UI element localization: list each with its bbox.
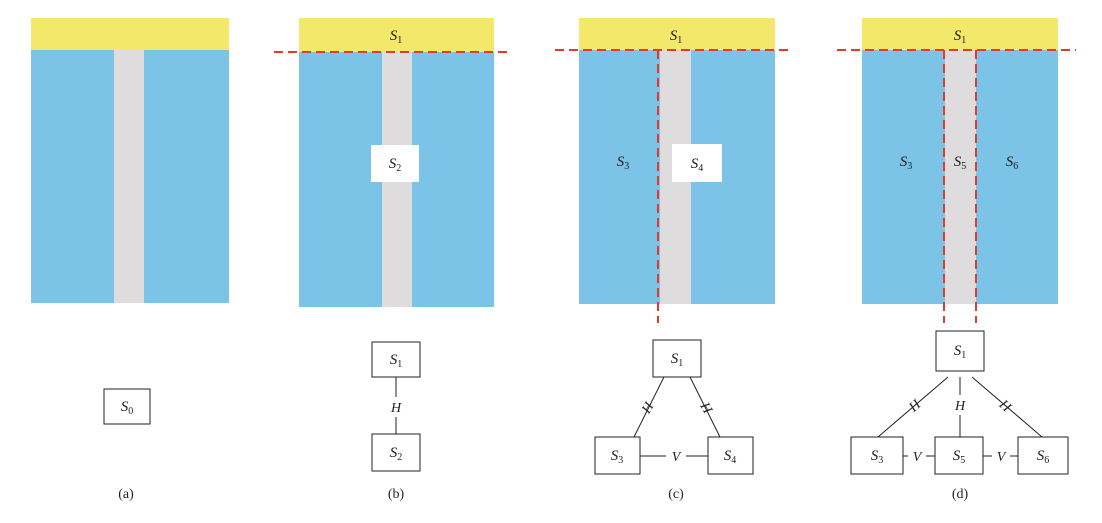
tree-node: S6 <box>1017 436 1069 475</box>
region-label-sub: 6 <box>1013 161 1018 172</box>
node-sub: 1 <box>961 350 966 361</box>
edge-label: H <box>696 399 715 417</box>
edge-label: H <box>390 401 402 416</box>
node-base: S <box>871 448 879 464</box>
region-label-base: S <box>1006 154 1014 170</box>
svg-text:S3: S3 <box>871 448 884 466</box>
svg-text:S2: S2 <box>390 445 403 463</box>
node-base: S <box>724 448 732 464</box>
center-stripe <box>945 50 976 304</box>
svg-text:S3: S3 <box>611 448 624 466</box>
node-sub: 3 <box>618 455 623 466</box>
svg-text:S1: S1 <box>670 28 683 46</box>
node-sub: 1 <box>397 359 402 370</box>
tree-edge <box>633 376 665 438</box>
tree-edge <box>971 376 1043 438</box>
svg-text:S1: S1 <box>671 351 684 369</box>
svg-text:S4: S4 <box>691 156 704 174</box>
node-base: S <box>1037 448 1045 464</box>
region-label-base: S <box>389 156 397 172</box>
region-label-base: S <box>691 156 699 172</box>
region-label-base: S <box>954 154 962 170</box>
edge-label: V <box>672 450 682 465</box>
panel-caption: (c) <box>668 487 684 502</box>
region-label-sub: 5 <box>961 161 966 172</box>
tree-node: S1 <box>371 341 421 378</box>
svg-text:S3: S3 <box>617 154 630 172</box>
region-label-sub: 2 <box>396 163 401 174</box>
svg-text:S6: S6 <box>1037 448 1050 466</box>
region-label-base: S <box>617 154 625 170</box>
region-label-sub: 1 <box>961 35 966 46</box>
node-sub: 1 <box>678 358 683 369</box>
tree-node: S3 <box>594 436 641 475</box>
svg-text:S1: S1 <box>390 352 403 370</box>
node-sub: 2 <box>397 452 402 463</box>
svg-text:S0: S0 <box>121 399 134 417</box>
tree-edge <box>877 376 949 438</box>
region-label-sub: 3 <box>907 161 912 172</box>
svg-text:S4: S4 <box>724 448 737 466</box>
tree-node: S2 <box>371 433 421 472</box>
region-label-box <box>371 145 419 182</box>
tree-node: S1 <box>652 339 702 378</box>
edge-label: V <box>997 450 1007 465</box>
node-base: S <box>390 352 398 368</box>
top-band <box>299 18 494 52</box>
svg-text:S5: S5 <box>953 448 966 466</box>
node-sub: 0 <box>128 406 133 417</box>
node-sub: 5 <box>960 455 965 466</box>
edge-label: V <box>913 450 923 465</box>
svg-text:S1: S1 <box>954 28 967 46</box>
edge-label: H <box>954 399 966 414</box>
top-band <box>862 18 1058 50</box>
tree-node: S3 <box>850 436 904 475</box>
panel-caption: (b) <box>388 487 405 502</box>
region-label-base: S <box>900 154 908 170</box>
svg-text:S2: S2 <box>389 156 402 174</box>
region-label-sub: 3 <box>624 161 629 172</box>
center-stripe <box>114 50 144 303</box>
svg-text:S1: S1 <box>954 343 967 361</box>
tree-node: S0 <box>103 388 151 425</box>
node-base: S <box>611 448 619 464</box>
region-label-base: S <box>390 28 398 44</box>
panel-a: S0 (a) <box>31 18 229 502</box>
region-label-sub: 1 <box>677 35 682 46</box>
tree-node: S1 <box>935 330 985 372</box>
svg-text:S3: S3 <box>900 154 913 172</box>
node-sub: 6 <box>1044 455 1049 466</box>
node-base: S <box>671 351 679 367</box>
node-sub: 4 <box>731 455 736 466</box>
top-band <box>31 18 229 50</box>
panel-b: S1 S2 H S1 S2 (b) <box>274 18 512 502</box>
panel-caption: (d) <box>952 487 969 502</box>
panel-d: S1 S3 S5 S6 H H H V V S1 S3 S5 S6 <box>837 18 1076 502</box>
region-label-sub: 4 <box>698 163 703 174</box>
panel-caption: (a) <box>118 487 134 502</box>
region-label-sub: 1 <box>397 35 402 46</box>
svg-text:S5: S5 <box>954 154 967 172</box>
svg-text:S6: S6 <box>1006 154 1019 172</box>
tree-node: S5 <box>934 436 984 475</box>
edge-label: H <box>639 399 658 417</box>
region-label-base: S <box>670 28 678 44</box>
node-base: S <box>390 445 398 461</box>
tree-edge <box>689 376 721 438</box>
region-label-base: S <box>954 28 962 44</box>
panel-c: S1 S3 S4 H H V S1 S3 S4 (c) <box>555 18 792 502</box>
node-base: S <box>121 399 129 415</box>
node-base: S <box>953 448 961 464</box>
top-band <box>579 18 775 50</box>
node-base: S <box>954 343 962 359</box>
svg-text:S1: S1 <box>390 28 403 46</box>
region-label-box <box>672 144 722 182</box>
node-sub: 3 <box>878 455 883 466</box>
tree-node: S4 <box>707 436 754 475</box>
